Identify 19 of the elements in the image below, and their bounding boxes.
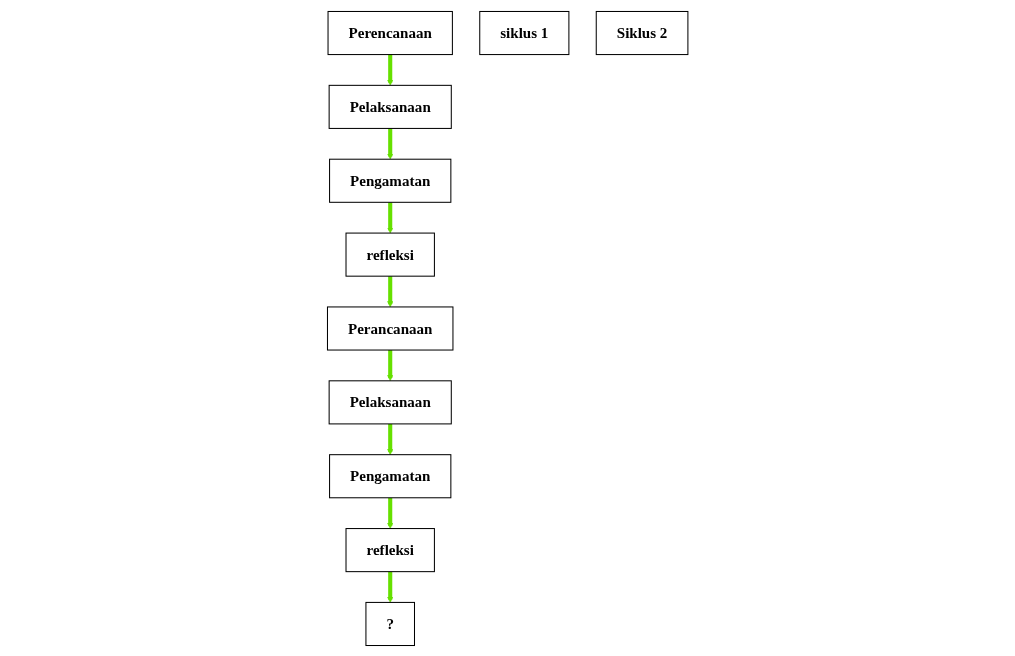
node-box: Pengamatan	[328, 158, 452, 203]
node-box: Perancanaan	[326, 305, 454, 351]
arrow	[387, 497, 394, 529]
node-box: ?	[365, 601, 415, 646]
arrow	[387, 201, 394, 233]
arrow	[387, 275, 394, 307]
node-box: refleksi	[345, 232, 435, 277]
arrow	[387, 423, 394, 455]
node-box: Pengamatan	[328, 453, 452, 498]
arrow	[387, 571, 394, 603]
node-box: Perencanaan	[327, 10, 453, 55]
arrow	[387, 127, 394, 159]
node-box: Siklus 2	[595, 10, 689, 55]
node-box: Pelaksanaan	[328, 379, 452, 424]
node-box: Pelaksanaan	[328, 84, 452, 129]
arrow	[387, 349, 394, 381]
node-box: refleksi	[345, 527, 435, 572]
node-box: siklus 1	[479, 10, 570, 55]
arrow	[387, 54, 394, 86]
